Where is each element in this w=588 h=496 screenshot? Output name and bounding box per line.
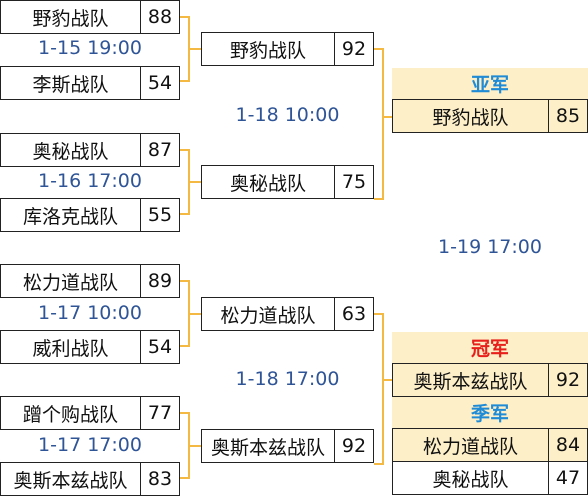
team-name: 野豹战队 bbox=[229, 39, 306, 62]
team-score: 47 bbox=[548, 462, 587, 494]
team-score: 92 bbox=[334, 33, 373, 65]
third-place-team-b: 奥秘战队 47 bbox=[392, 461, 588, 495]
team-name: 松力道战队 bbox=[22, 271, 118, 294]
team-score: 84 bbox=[548, 429, 587, 461]
r1-m3-team-b: 威利战队 54 bbox=[0, 330, 180, 364]
bracket-connector bbox=[384, 116, 392, 118]
team-name: 松力道战队 bbox=[422, 435, 518, 458]
bracket-connector bbox=[180, 149, 190, 215]
bracket-connector bbox=[374, 48, 384, 200]
team-score: 85 bbox=[548, 100, 587, 132]
team-score: 75 bbox=[334, 166, 373, 198]
team-name: 奥秘战队 bbox=[432, 468, 509, 491]
team-score: 54 bbox=[140, 67, 179, 99]
bracket-connector bbox=[384, 379, 392, 381]
third-place-team-a: 松力道战队 84 bbox=[392, 428, 588, 462]
r1-m2-team-b: 库洛克战队 55 bbox=[0, 198, 180, 232]
champion-label: 冠军 bbox=[392, 332, 588, 363]
bracket-connector bbox=[190, 445, 201, 447]
team-name: 野豹战队 bbox=[32, 7, 109, 30]
r1-m2-team-a: 奥秘战队 87 bbox=[0, 133, 180, 167]
match-time: 1-16 17:00 bbox=[38, 170, 142, 192]
runner-up-label: 亚军 bbox=[392, 68, 588, 99]
team-name: 奥斯本兹战队 bbox=[210, 436, 325, 459]
team-score: 63 bbox=[334, 298, 373, 330]
semi-time: 1-18 10:00 bbox=[235, 104, 340, 126]
team-name: 松力道战队 bbox=[220, 304, 316, 327]
team-score: 55 bbox=[140, 199, 179, 231]
team-name: 野豹战队 bbox=[432, 106, 509, 129]
r2-team-4: 奥斯本兹战队 92 bbox=[201, 429, 374, 463]
team-score: 87 bbox=[140, 134, 179, 166]
match-time: 1-15 19:00 bbox=[38, 37, 142, 59]
match-time: 1-17 17:00 bbox=[38, 434, 142, 456]
team-name: 奥斯本兹战队 bbox=[13, 469, 128, 492]
team-score: 92 bbox=[334, 430, 373, 462]
bracket-connector bbox=[180, 412, 190, 479]
champion-team: 奥斯本兹战队 92 bbox=[392, 363, 588, 397]
r1-m1-team-a: 野豹战队 88 bbox=[0, 0, 180, 34]
bracket-connector bbox=[190, 313, 201, 315]
team-name: 李斯战队 bbox=[32, 73, 109, 96]
team-score: 92 bbox=[548, 364, 587, 396]
r1-m3-team-a: 松力道战队 89 bbox=[0, 264, 180, 298]
r1-m4-team-a: 蹭个购战队 77 bbox=[0, 396, 180, 430]
team-name: 蹭个购战队 bbox=[22, 403, 118, 426]
runner-up-team: 野豹战队 85 bbox=[392, 99, 588, 133]
team-score: 83 bbox=[140, 463, 179, 495]
team-name: 奥秘战队 bbox=[32, 140, 109, 163]
bracket-connector bbox=[180, 16, 190, 82]
r2-team-3: 松力道战队 63 bbox=[201, 297, 374, 331]
bracket-connector bbox=[190, 181, 201, 183]
bracket-connector bbox=[180, 280, 190, 347]
third-place-label: 季军 bbox=[392, 397, 588, 428]
team-name: 奥秘战队 bbox=[229, 172, 306, 195]
final-time: 1-19 17:00 bbox=[438, 236, 542, 258]
semi-time: 1-18 17:00 bbox=[235, 368, 340, 390]
bracket-connector bbox=[190, 48, 201, 50]
r2-team-2: 奥秘战队 75 bbox=[201, 165, 374, 199]
bracket-connector bbox=[374, 313, 384, 465]
team-name: 库洛克战队 bbox=[22, 205, 118, 228]
team-score: 54 bbox=[140, 331, 179, 363]
r1-m1-team-b: 李斯战队 54 bbox=[0, 66, 180, 100]
r1-m4-team-b: 奥斯本兹战队 83 bbox=[0, 462, 180, 496]
team-score: 88 bbox=[140, 1, 179, 33]
team-name: 威利战队 bbox=[32, 337, 109, 360]
match-time: 1-17 10:00 bbox=[38, 302, 142, 324]
team-name: 奥斯本兹战队 bbox=[413, 370, 528, 393]
team-score: 77 bbox=[140, 397, 179, 429]
r2-team-1: 野豹战队 92 bbox=[201, 32, 374, 66]
team-score: 89 bbox=[140, 265, 179, 297]
